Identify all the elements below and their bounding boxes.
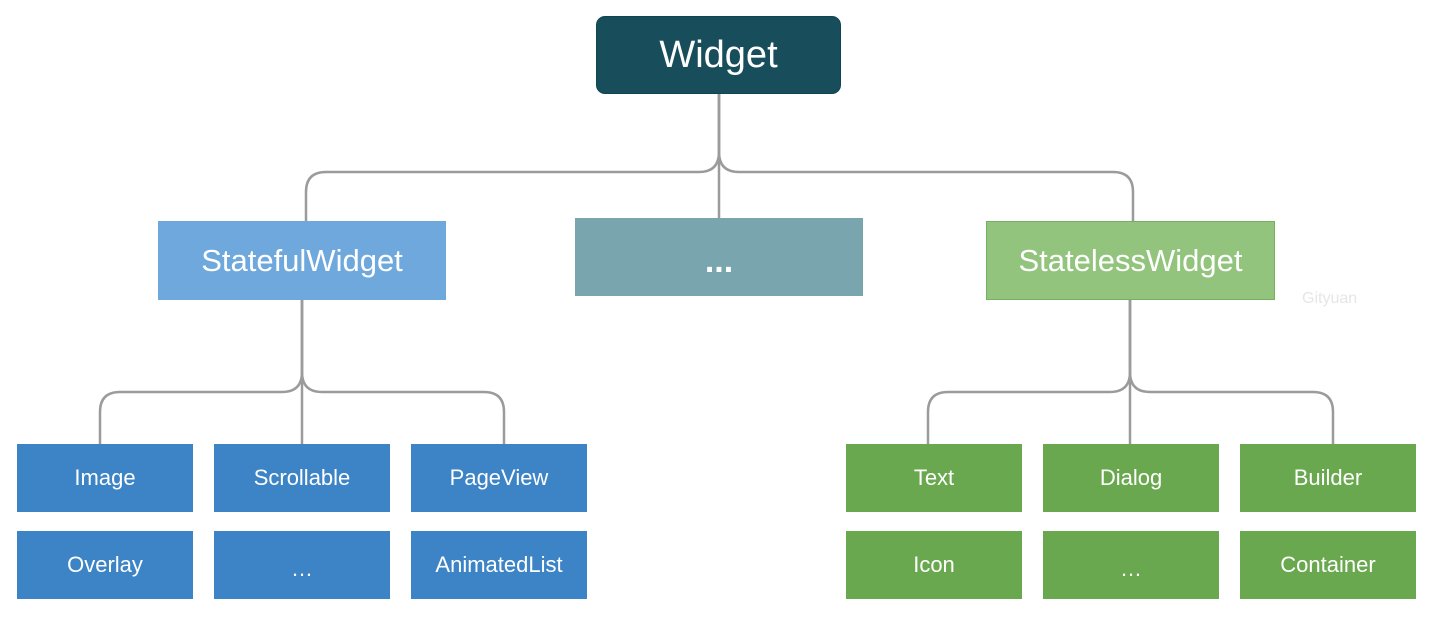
connector-stateless-to-builder [1128, 300, 1335, 444]
stateful-child-image: Image [17, 444, 193, 512]
connector-stateful-to-image [98, 300, 304, 444]
stateless-child-label: Dialog [1099, 465, 1163, 490]
widget-root-node: Widget [596, 16, 841, 94]
stateful-child-label: Overlay [67, 552, 143, 577]
stateful-child-label: … [291, 556, 313, 581]
stateful-child-more: … [214, 531, 390, 599]
stateful-child-label: AnimatedList [435, 552, 563, 577]
stateless-child-icon: Icon [846, 531, 1022, 599]
stateful-child-label: Scrollable [253, 465, 351, 490]
stateless-child-container: Container [1240, 531, 1416, 599]
stateless-widget-node: StatelessWidget [986, 221, 1275, 300]
stateful-widget-node: StatefulWidget [158, 221, 446, 300]
stateless-child-label: Builder [1293, 465, 1363, 490]
connector-root-to-stateless [717, 94, 1135, 221]
stateful-child-pageview: PageView [411, 444, 587, 512]
stateful-widget-label: StatefulWidget [201, 242, 403, 278]
stateless-child-text: Text [846, 444, 1022, 512]
stateless-child-label: Container [1280, 552, 1376, 577]
widget-root-label: Widget [659, 33, 778, 76]
stateful-child-animatedlist: AnimatedList [411, 531, 587, 599]
connector-stateful-to-pageview [300, 300, 506, 444]
stateless-child-more: … [1043, 531, 1219, 599]
other-widgets-label: ... [704, 241, 734, 280]
stateless-child-label: Text [913, 465, 955, 490]
other-widgets-node: ... [575, 218, 863, 296]
stateless-child-label: Icon [913, 552, 955, 577]
stateless-child-dialog: Dialog [1043, 444, 1219, 512]
stateful-child-scrollable: Scrollable [214, 444, 390, 512]
connector-stateless-to-text [926, 300, 1132, 444]
stateful-child-label: Image [74, 465, 136, 490]
watermark: Gityuan [1302, 290, 1358, 307]
stateless-widget-label: StatelessWidget [1018, 242, 1243, 278]
connector-root-to-stateful [304, 94, 721, 221]
stateless-child-builder: Builder [1240, 444, 1416, 512]
stateful-child-overlay: Overlay [17, 531, 193, 599]
stateless-child-label: … [1120, 556, 1142, 581]
stateful-child-label: PageView [449, 465, 549, 490]
